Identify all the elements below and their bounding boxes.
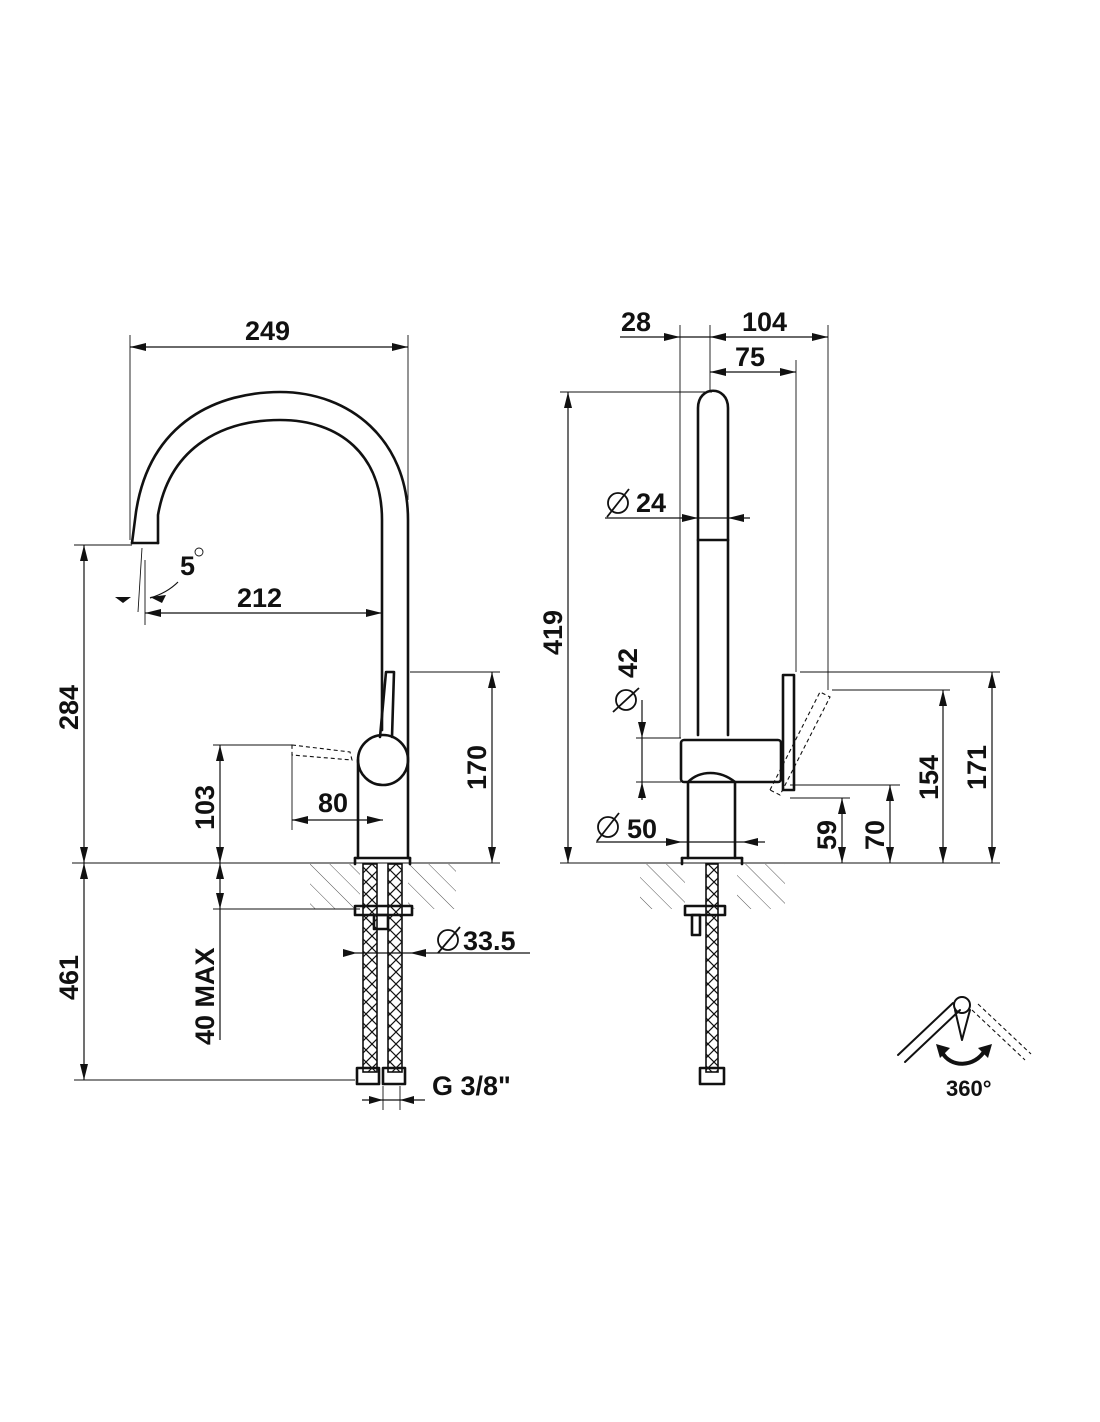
side-hose [683,863,727,1086]
dim-label-5-degree: 5 [180,551,195,581]
dim-label-40-max: 40 MAX [190,947,220,1045]
dim-label-104: 104 [742,307,787,337]
diameter-symbol-42 [615,689,637,711]
dim-label-thread: G 3/8" [432,1071,511,1101]
dim-label-33-5: 33.5 [463,926,516,956]
diameter-slash-24 [606,488,630,518]
diameter-slash-42 [612,687,640,713]
dim-label-42: 42 [613,648,643,678]
front-spout [130,390,410,860]
rotation-label: 360° [946,1076,992,1101]
diameter-symbol-33-5 [437,929,459,951]
diameter-symbol-24 [607,492,629,514]
diameter-slash-33-5 [437,926,461,954]
dim-label-171: 171 [962,745,992,790]
side-spout [696,389,730,737]
dim-label-154: 154 [914,755,944,800]
degree-symbol [194,547,204,557]
front-view: 249 5 212 284 103 80 170 461 40 MAX 33.5… [54,316,530,1110]
dim-label-80: 80 [318,788,348,818]
dim-label-461: 461 [54,955,84,1000]
diameter-slash-50 [596,812,620,842]
dim-label-212: 212 [237,583,282,613]
dim-label-70: 70 [860,820,890,850]
side-dimensions [560,325,1000,863]
dim-label-24: 24 [636,488,666,518]
dim-label-170: 170 [462,745,492,790]
side-view: 28 104 75 419 24 42 50 59 70 154 171 [538,307,1000,1086]
dim-label-75: 75 [735,342,765,372]
front-body [291,670,412,866]
dim-label-419: 419 [538,610,568,655]
front-hoses [353,863,414,1086]
front-dimensions [74,335,530,1110]
diameter-symbol-50 [597,816,619,838]
dim-label-284: 284 [54,685,84,730]
side-body [679,673,831,866]
dim-label-59: 59 [812,820,842,850]
dim-label-103: 103 [190,785,220,830]
dim-label-50: 50 [627,814,657,844]
side-deck [560,862,1000,909]
dim-label-249: 249 [245,316,290,346]
dim-label-28: 28 [621,307,651,337]
rotation-icon: 360° [897,996,1032,1101]
front-deck [72,862,500,909]
